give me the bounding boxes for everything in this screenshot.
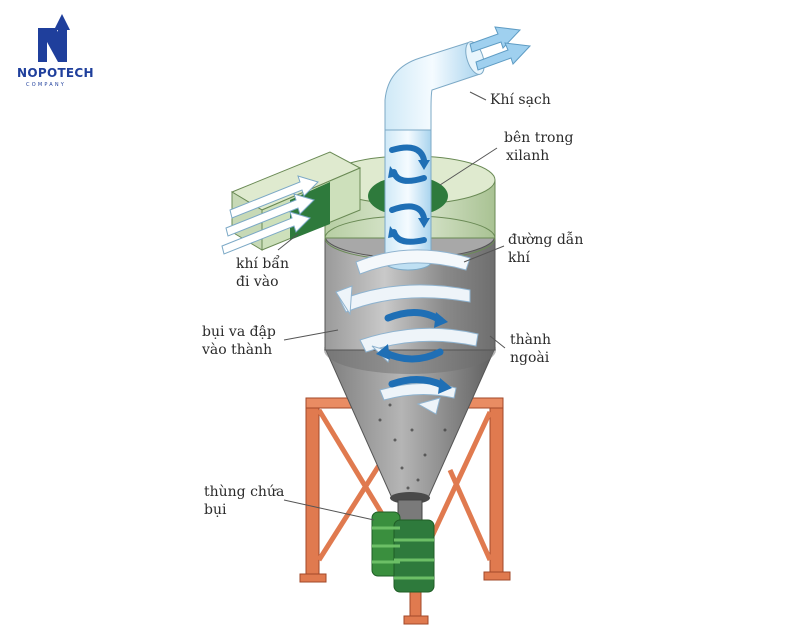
label-dust-bin-line2: bụi bbox=[204, 502, 227, 518]
inlet-air-arrows bbox=[221, 175, 319, 255]
outlet-elbow bbox=[384, 41, 485, 131]
dust-bin bbox=[371, 499, 435, 593]
label-gas-path-line1: đường dẫn bbox=[508, 232, 584, 248]
logo-name: NOPOTECH bbox=[17, 66, 94, 80]
label-gas-path-line2: khí bbox=[508, 250, 530, 266]
label-outer-wall-line1: thành bbox=[510, 332, 552, 348]
label-dirty-air-line1: khí bẩn bbox=[236, 256, 289, 272]
leader-lines bbox=[277, 91, 506, 521]
label-outer-wall-line2: ngoài bbox=[510, 350, 550, 366]
cyclone-cone bbox=[324, 326, 496, 504]
label-dust-hit-line1: bụi va đập bbox=[202, 324, 276, 340]
label-inner-cylinder-line1: bên trong bbox=[504, 130, 574, 146]
label-dust-hit-line2: vào thành bbox=[202, 342, 273, 358]
label-inner-cylinder-line2: xilanh bbox=[506, 148, 550, 164]
label-clean-air: Khí sạch bbox=[490, 92, 551, 108]
inner-vortex-heads bbox=[388, 160, 430, 238]
label-dirty-air-line2: đi vào bbox=[236, 274, 279, 290]
label-dust-bin-line1: thùng chứa bbox=[204, 484, 285, 500]
logo-subtitle: COMPANY bbox=[26, 82, 67, 88]
logo-mark-icon bbox=[38, 14, 70, 62]
clean-air-arrows bbox=[469, 26, 532, 71]
rising-vortex-heads bbox=[376, 312, 452, 394]
